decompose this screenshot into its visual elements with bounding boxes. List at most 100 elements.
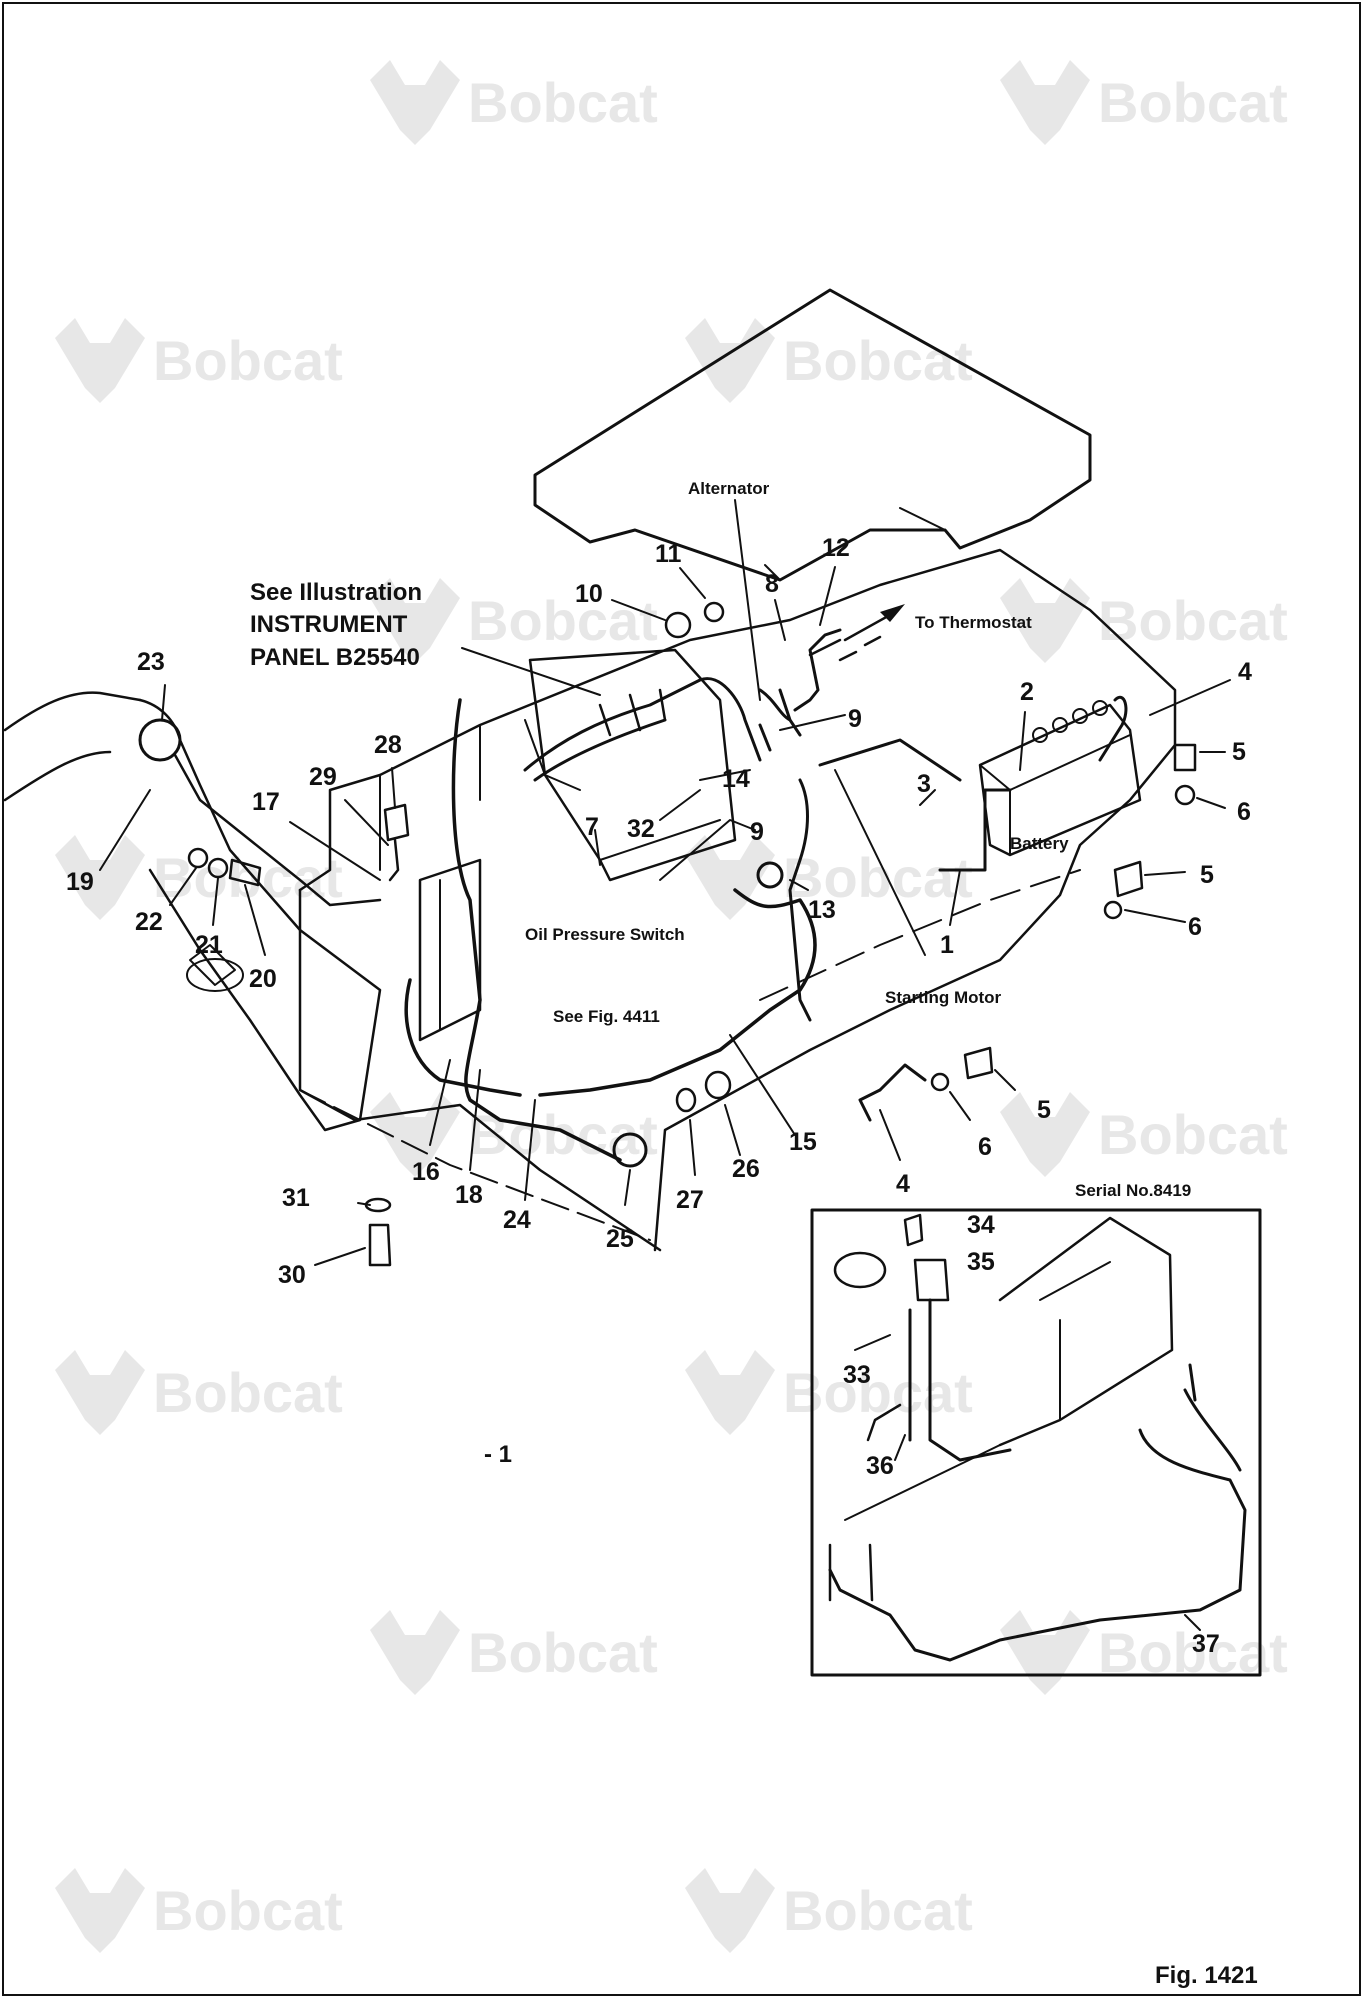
leader-line [699, 769, 751, 781]
watermark-text: Bobcat [1098, 71, 1288, 134]
leader-line [919, 789, 936, 806]
switch-25 [612, 1132, 648, 1168]
callout-number: 2 [1020, 678, 1034, 706]
middle-cable [788, 778, 812, 1022]
to-thermostat-label: To Thermostat [915, 613, 1032, 632]
callout-number: 9 [750, 818, 764, 846]
watermark-text: Bobcat [153, 1879, 343, 1942]
harness-connectors [598, 688, 667, 737]
leader-line [659, 819, 756, 881]
leader-line [729, 1034, 796, 1136]
battery-terminal-cable [1098, 696, 1128, 762]
watermark: Bobcat [685, 1350, 973, 1435]
inset-leader-lines [854, 1334, 1201, 1631]
left-pipe [3, 691, 142, 802]
leader-line [789, 879, 809, 891]
relay-28-lead [388, 838, 400, 882]
callout-number: 1 [940, 931, 954, 959]
watermark-text: Bobcat [783, 329, 973, 392]
instrument-note-line3: PANEL B25540 [250, 644, 420, 671]
frame-hidden-edge [299, 1089, 651, 1241]
watermark-text: Bobcat [1098, 1103, 1288, 1166]
watermark: Bobcat [685, 318, 973, 403]
watermark-text: Bobcat [468, 1621, 658, 1684]
arrow-right-icon [880, 604, 905, 622]
inset-cable-36 [928, 1298, 1012, 1462]
watermark: Bobcat [1000, 578, 1288, 663]
oil-pressure-housing-detail [419, 879, 441, 1041]
inset-bolt-34 [903, 1213, 924, 1247]
bobcat-logo-icon [370, 1610, 460, 1695]
leader-line [689, 1119, 696, 1176]
watermark-text: Bobcat [783, 1361, 973, 1424]
battery-cap [1072, 708, 1088, 724]
leader-line [314, 1247, 366, 1266]
battery-cap [1052, 717, 1068, 733]
callout-number: 36 [866, 1452, 894, 1480]
watermark: Bobcat [370, 60, 658, 145]
wiring-harness-upper-2 [533, 718, 667, 782]
engine-cover-edge [764, 507, 946, 581]
callout-number: 28 [374, 731, 402, 759]
leader-line [461, 647, 601, 696]
machine-artwork [3, 288, 1262, 1677]
leader-line [357, 1202, 371, 1206]
callout-number: 4 [1238, 658, 1252, 686]
callout-number: 6 [1188, 913, 1202, 941]
bolt-5-middle [1113, 860, 1144, 898]
bolt-30 [368, 1223, 392, 1267]
bobcat-logo-icon [370, 578, 460, 663]
callout-number: 23 [137, 648, 165, 676]
watermark-text: Bobcat [1098, 589, 1288, 652]
callout-number: 3 [917, 770, 931, 798]
bolt-5-upper [1173, 743, 1197, 772]
callout-number: 20 [249, 965, 277, 993]
callout-number: 18 [455, 1181, 483, 1209]
leader-line [611, 599, 666, 621]
callout-number: 8 [765, 570, 779, 598]
leader-line [212, 877, 219, 926]
bobcat-logo-icon [685, 1868, 775, 1953]
boom-arm [138, 698, 382, 1132]
callout-number: 32 [627, 815, 655, 843]
leader-line [949, 1091, 971, 1121]
leader-line [99, 789, 151, 871]
callout-number: 21 [195, 931, 223, 959]
relay-28 [383, 803, 410, 842]
upper-right-cable [818, 738, 962, 782]
battery-box [978, 703, 1142, 857]
horn-23 [138, 718, 182, 762]
leader-line [659, 789, 701, 821]
battery-cable [938, 788, 1012, 872]
callout-number: 30 [278, 1261, 306, 1289]
callout-number: 34 [967, 1211, 995, 1239]
washer-6-lower [930, 1072, 950, 1092]
inset-lead [866, 1403, 902, 1442]
oil-pressure-housing [418, 858, 482, 1042]
leader-line [1124, 909, 1186, 923]
leader-line [734, 499, 761, 701]
callout-number: 25 [606, 1225, 634, 1253]
battery-cap [1092, 700, 1108, 716]
washer-21 [207, 857, 229, 879]
callout-number: 17 [252, 788, 280, 816]
watermark: Bobcat [370, 578, 658, 663]
oil-pressure-switch-label: Oil Pressure Switch [525, 925, 685, 944]
battery-label: Battery [1010, 834, 1069, 853]
battery-cap [1032, 727, 1048, 743]
leader-line [391, 767, 396, 809]
inset-frame [810, 1208, 1262, 1677]
starter-cable-end [858, 1088, 882, 1122]
inset-floor-edge [844, 1444, 1001, 1521]
starting-motor-label: Starting Motor [885, 988, 1002, 1007]
bobcat-logo-icon [370, 60, 460, 145]
thermostat-lead [808, 613, 892, 657]
instrument-note-line1: See Illustration [250, 579, 422, 606]
bobcat-logo-icon [685, 318, 775, 403]
leader-line [779, 714, 846, 731]
callout-number: 4 [896, 1170, 910, 1198]
main-frame-outline [298, 548, 1177, 1252]
washer-27 [675, 1087, 697, 1113]
bolt-20 [228, 858, 262, 887]
bobcat-logo-icon [1000, 578, 1090, 663]
